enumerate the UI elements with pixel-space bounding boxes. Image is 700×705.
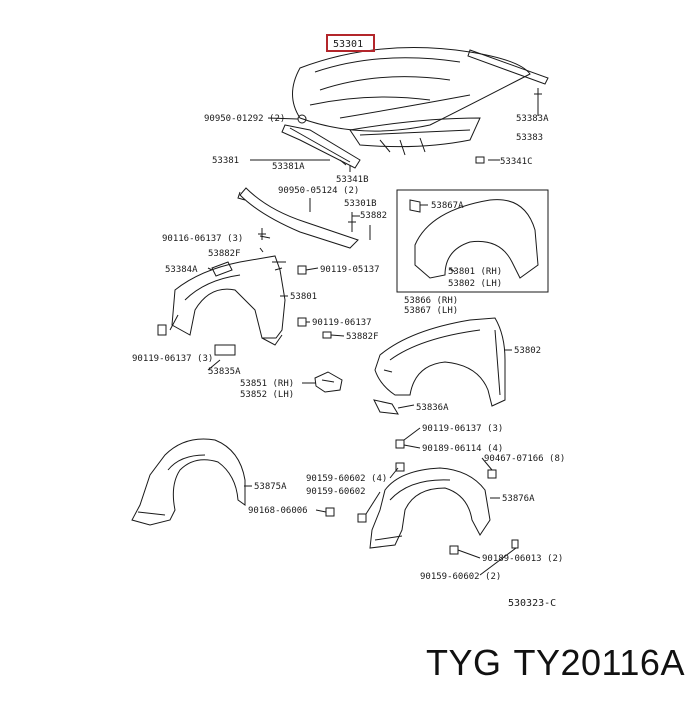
label-53383a: 53383A xyxy=(516,114,549,124)
label-53882f-bottom: 53882F xyxy=(346,332,379,342)
part-labels: 53383A 53383 90950-01292 (2) 53381 53381… xyxy=(132,114,565,609)
label-53851-rh: 53851 (RH) xyxy=(240,379,294,389)
fender-inset-box xyxy=(396,189,549,293)
label-53384a: 53384A xyxy=(165,265,198,275)
label-53301b: 53301B xyxy=(344,199,377,209)
highlight-box xyxy=(326,34,375,52)
liner-bolts xyxy=(325,439,519,555)
hood-callout: 53301 xyxy=(326,34,375,52)
hood-panel xyxy=(292,47,531,156)
leader-lines xyxy=(207,112,539,576)
hood-seal xyxy=(281,124,361,169)
fender-liner-left xyxy=(131,438,246,526)
label-53836a: 53836A xyxy=(416,403,449,413)
fender-liner-right xyxy=(369,467,491,549)
label-53882: 53882 xyxy=(360,211,387,221)
label-90950-05124: 90950-05124 (2) xyxy=(278,186,359,196)
label-53801-rh: 53801 (RH) xyxy=(448,267,502,277)
part-number: TY20116A xyxy=(513,642,685,683)
drawing-lines xyxy=(131,47,549,576)
label-90159-60602: 90159-60602 xyxy=(306,487,366,497)
label-53866-rh: 53866 (RH) xyxy=(404,296,458,306)
label-90189-06013: 90189-06013 (2) xyxy=(482,554,563,564)
label-90119-06137: 90119-06137 xyxy=(312,318,372,328)
label-53341c: 53341C xyxy=(500,157,533,167)
label-53801: 53801 xyxy=(290,292,317,302)
label-53301: 53301 xyxy=(333,39,363,50)
label-53381a: 53381A xyxy=(272,162,305,172)
label-53802-lh: 53802 (LH) xyxy=(448,279,502,289)
label-53383: 53383 xyxy=(516,133,543,143)
label-90467-07166: 90467-07166 (8) xyxy=(484,454,565,464)
label-90119-05137: 90119-05137 xyxy=(320,265,380,275)
product-title: TYG TY20116A xyxy=(426,642,685,684)
label-53341b: 53341B xyxy=(336,175,369,185)
hood-weatherstrip xyxy=(467,49,549,112)
label-90159-60602-2: 90159-60602 (2) xyxy=(420,572,501,582)
radiator-support-strip xyxy=(237,187,371,249)
label-53835a: 53835A xyxy=(208,367,241,377)
label-90119-06137-3b: 90119-06137 (3) xyxy=(422,424,503,434)
label-90119-06137-3: 90119-06137 (3) xyxy=(132,354,213,364)
label-53852-lh: 53852 (LH) xyxy=(240,390,294,400)
label-90159-60602-4: 90159-60602 (4) xyxy=(306,474,387,484)
fender-apron xyxy=(169,255,286,346)
label-90950-01292: 90950-01292 (2) xyxy=(204,114,285,124)
label-53876a: 53876A xyxy=(502,494,535,504)
front-fender xyxy=(374,317,506,407)
diagram-reference-code: 530323-C xyxy=(508,598,556,609)
bracket-53384a xyxy=(211,261,233,277)
label-53875a: 53875A xyxy=(254,482,287,492)
brand-name: TYG xyxy=(426,642,502,683)
label-53867-lh: 53867 (LH) xyxy=(404,306,458,316)
bracket-53836a xyxy=(373,399,399,415)
label-90116-06137: 90116-06137 (3) xyxy=(162,234,243,244)
fender-bolts xyxy=(157,265,332,356)
label-90168-06006: 90168-06006 xyxy=(248,506,308,516)
label-53882f-top: 53882F xyxy=(208,249,241,259)
label-90189-06114: 90189-06114 (4) xyxy=(422,444,503,454)
fender-bracket xyxy=(314,371,343,393)
label-53381: 53381 xyxy=(212,156,239,166)
label-53867a-inset: 53867A xyxy=(431,201,464,211)
label-53802: 53802 xyxy=(514,346,541,356)
